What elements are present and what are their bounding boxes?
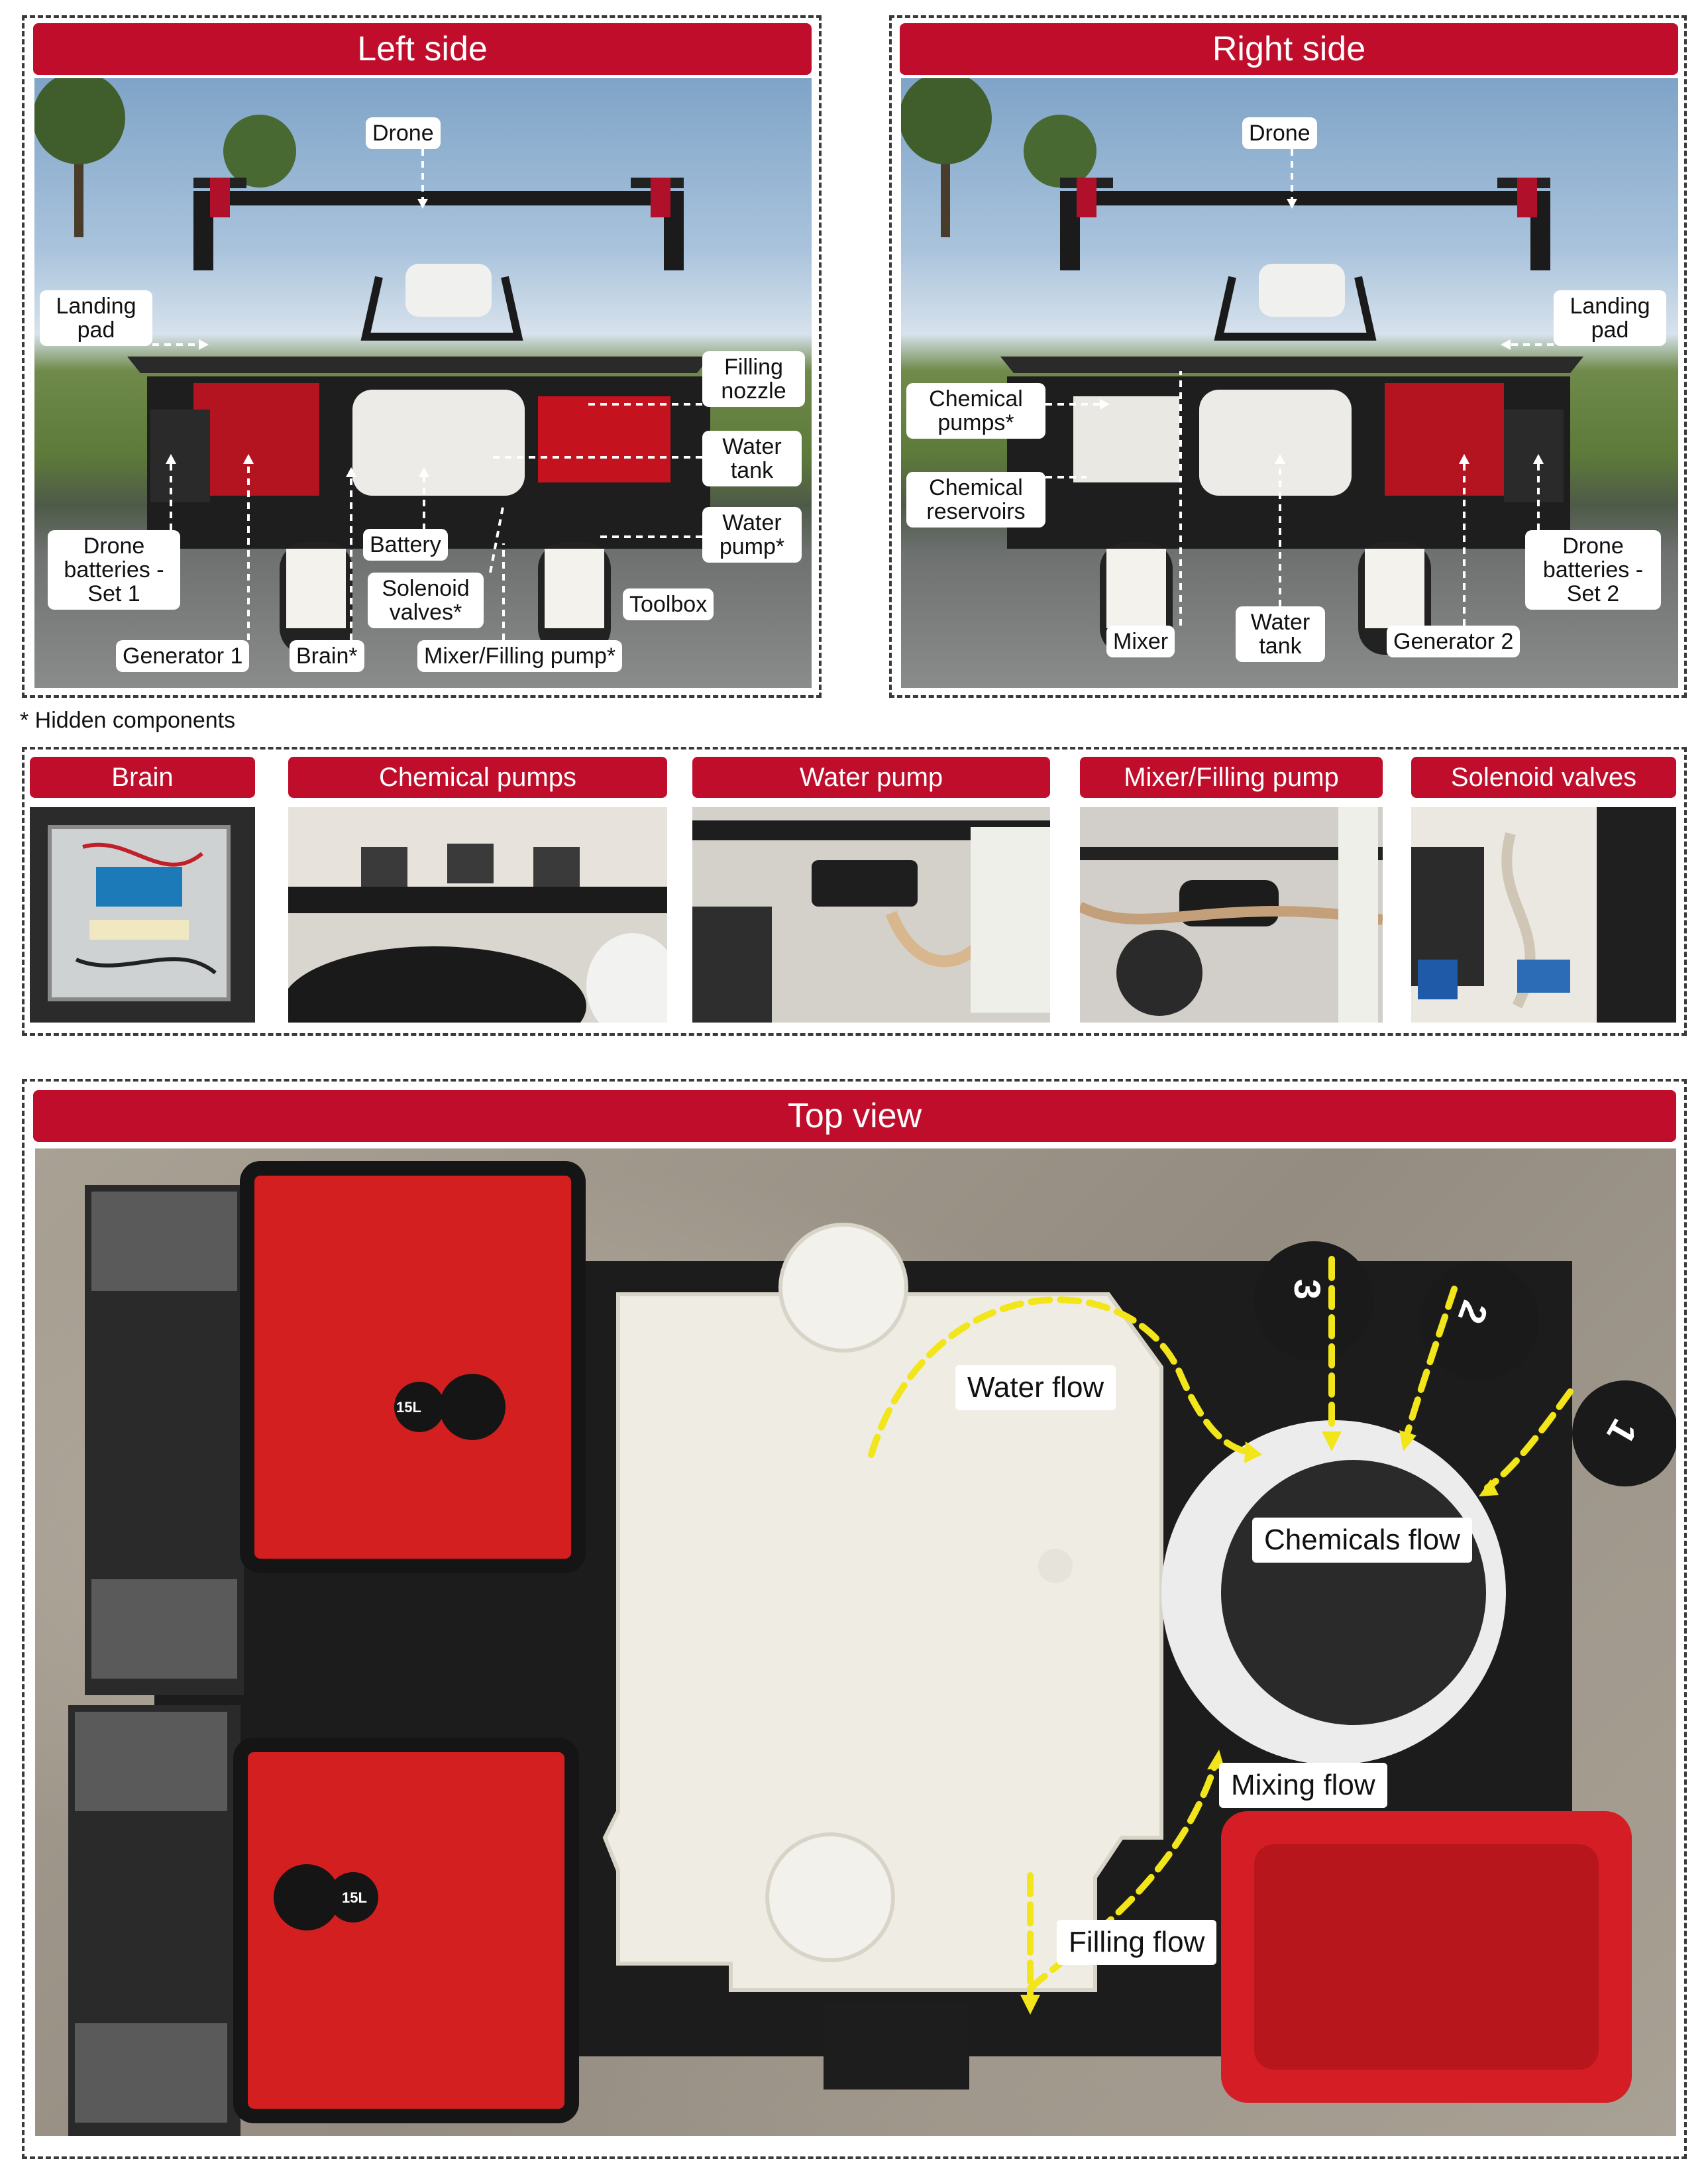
left-label-toolbox: Toolbox [623,588,714,620]
right-label-generator: Generator 2 [1387,626,1521,657]
mixing-flow-label: Mixing flow [1219,1763,1387,1808]
top-view-title: Top view [33,1090,1676,1142]
hidden-photo-brain [30,807,255,1023]
left-rover-illustration [34,78,710,655]
left-label-generator: Generator 1 [116,640,250,672]
hidden-title-water-pump: Water pump [692,757,1050,798]
generator-1-badge: 15L [396,1399,421,1416]
hidden-components-footnote: * Hidden components [20,708,236,733]
left-side-title: Left side [33,23,812,75]
hidden-photo-water-pump [692,807,1050,1023]
right-label-chemical-reservoirs: Chemical reservoirs [906,472,1045,528]
right-label-drone-batteries: Drone batteries - Set 2 [1525,530,1661,610]
hidden-photo-solenoid-valves [1411,807,1676,1023]
right-rover-illustration [901,78,1583,655]
hidden-title-solenoid-valves: Solenoid valves [1411,757,1676,798]
hidden-title-brain: Brain [30,757,255,798]
left-label-filling-nozzle: Filling nozzle [702,351,805,407]
top-view-panel [22,1079,1687,2159]
top-view-illustration [68,1161,1676,2136]
chemical-number-3: 3 [1287,1278,1329,1300]
left-label-drone-batteries: Drone batteries - Set 1 [48,530,180,610]
right-label-mixer: Mixer [1106,626,1175,657]
generator-2-badge: 15L [342,1889,367,1906]
right-label-chemical-pumps: Chemical pumps* [906,383,1045,439]
left-label-solenoid-valves: Solenoid valves* [368,573,484,628]
left-label-landing-pad: Landing pad [40,290,152,346]
left-label-water-tank: Water tank [702,431,802,486]
top-view-photo: 3 2 1 15L 15L [35,1148,1676,2136]
hidden-photo-chemical-pumps [288,807,667,1023]
left-label-brain: Brain* [290,640,364,672]
chemicals-flow-label: Chemicals flow [1252,1518,1472,1563]
left-label-water-pump: Water pump* [702,507,802,563]
hidden-title-mixer-filling-pump: Mixer/Filling pump [1080,757,1383,798]
right-label-drone: Drone [1242,117,1317,149]
left-label-mixer-filling-pump: Mixer/Filling pump* [417,640,623,672]
filling-flow-label: Filling flow [1057,1920,1217,1965]
right-side-title: Right side [900,23,1678,75]
hidden-title-chemical-pumps: Chemical pumps [288,757,667,798]
hidden-components-panel [22,747,1687,1036]
left-label-drone: Drone [366,117,441,149]
hidden-photo-mixer-filling-pump [1080,807,1383,1023]
right-label-landing-pad: Landing pad [1554,290,1666,346]
left-side-panel [22,15,822,698]
left-label-battery: Battery [363,529,448,561]
right-side-panel [889,15,1687,698]
right-label-water-tank: Water tank [1236,606,1325,662]
water-flow-label: Water flow [955,1365,1116,1410]
